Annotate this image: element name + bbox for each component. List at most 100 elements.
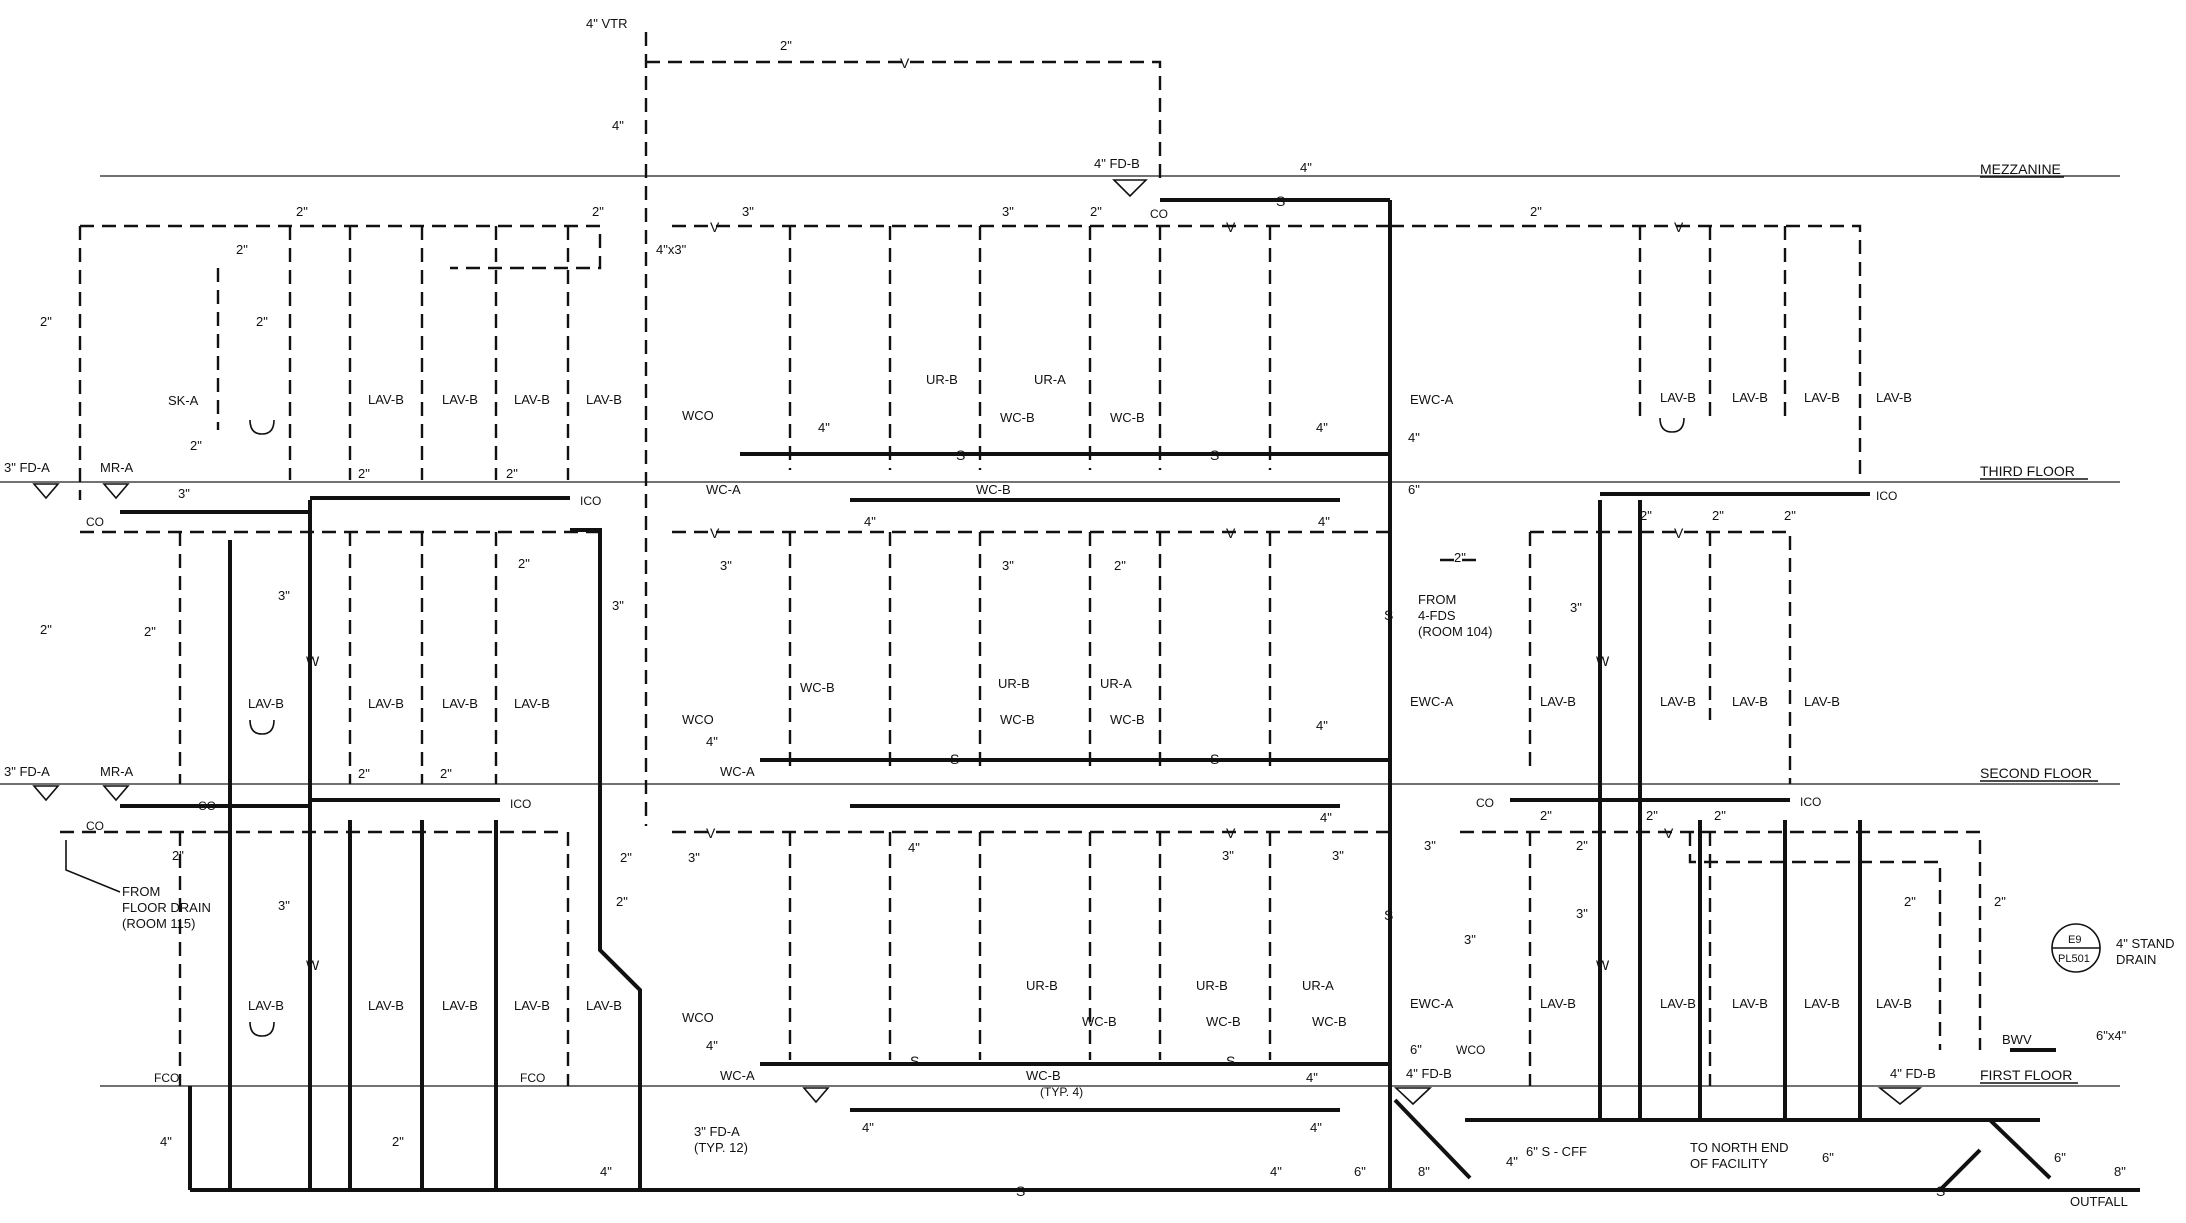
floor-lines: [0, 175, 2120, 1087]
size-callout: 2": [592, 204, 604, 219]
wc-b-1f-2: WC-B: [1206, 1014, 1241, 1029]
north-end-line2: OF FACILITY: [1690, 1156, 1768, 1171]
lav-1f-e5: LAV-B: [1876, 996, 1912, 1011]
size-callout: 2": [392, 1134, 404, 1149]
fd-b-1f-label: 4" FD-B: [1406, 1066, 1452, 1081]
east-vent-header-2f: [1530, 530, 1792, 784]
sanitary-piping: [120, 198, 2140, 1192]
size-callout: 3": [278, 898, 290, 913]
vent-marker: V: [1226, 219, 1236, 235]
vtr-label: 4" VTR: [586, 16, 627, 31]
wc-a-2f-label: WC-A: [720, 764, 755, 779]
lavatory-trap-symbol: [249, 419, 275, 435]
lav-3f-4: LAV-B: [586, 392, 622, 407]
detail-ref-top: E9: [2068, 934, 2081, 946]
stand-drain-line1: 4" STAND: [2116, 936, 2175, 951]
sanitary-marker: S: [1226, 1053, 1235, 1069]
size-callout: 4": [600, 1164, 612, 1179]
floor-drain-symbol: [802, 1087, 830, 1104]
size-callout: 4": [908, 840, 920, 855]
size-callout: 6": [1408, 482, 1420, 497]
reducer-label: 4"x3": [656, 242, 687, 257]
size-callout: 6": [2054, 1150, 2066, 1165]
mop-receptor-symbol: [102, 483, 130, 500]
size-callout: 3": [1576, 906, 1588, 921]
lav-2f-e3: LAV-B: [1732, 694, 1768, 709]
size-callout: 2": [358, 466, 370, 481]
size-callout: 4": [1318, 514, 1330, 529]
wc-b-2f-callout: WC-B: [800, 680, 835, 695]
floor-drain-symbol: [1877, 1087, 1923, 1106]
vent-marker: V: [1226, 525, 1236, 541]
water-marker: W: [1596, 957, 1610, 973]
floor-drain-symbol: [32, 483, 60, 500]
size-callout: 2": [144, 624, 156, 639]
outfall-label: OUTFALL: [2070, 1194, 2128, 1209]
vent-marker: V: [710, 219, 720, 235]
sanitary-marker: S: [1936, 1183, 1945, 1199]
ur-b-2f-label: UR-B: [998, 676, 1030, 691]
size-callout: 2": [620, 850, 632, 865]
ico-3f-east: ICO: [1876, 489, 1897, 503]
size-callout: 4": [1310, 1120, 1322, 1135]
wc-b-3f-callout: WC-B: [976, 482, 1011, 497]
floor-drain-symbol: [1112, 179, 1148, 198]
size-callout: 2": [1784, 508, 1796, 523]
pipe-size-callouts: 2" 4" 2" 2" 3" 3" 2" 4" 2" 2" 2" 2" 2" 2…: [40, 38, 2126, 1179]
size-callout: 3": [1570, 600, 1582, 615]
north-end-line1: TO NORTH END: [1690, 1140, 1788, 1155]
ur-b-3f-label: UR-B: [926, 372, 958, 387]
size-callout: 4": [160, 1134, 172, 1149]
wco-1f-east: WCO: [1456, 1043, 1485, 1057]
lav-3f-e1: LAV-B: [1660, 390, 1696, 405]
lav-3f-1: LAV-B: [368, 392, 404, 407]
size-callout: 2": [1576, 838, 1588, 853]
size-callout: 2": [616, 894, 628, 909]
size-callout: 2": [256, 314, 268, 329]
from-fds-line2: 4-FDS: [1418, 608, 1456, 623]
vent-marker: V: [1674, 219, 1684, 235]
cff-note: 6" S - CFF: [1526, 1144, 1587, 1159]
bwv-label: BWV: [2002, 1032, 2032, 1047]
ico-3f-west: ICO: [580, 494, 601, 508]
sanitary-marker: S: [1384, 607, 1393, 623]
size-callout: 6": [1410, 1042, 1422, 1057]
size-callout: 3": [278, 588, 290, 603]
size-callout: 2": [1904, 894, 1916, 909]
co-2f-east: CO: [1476, 796, 1494, 810]
wc-b-1f-3: WC-B: [1312, 1014, 1347, 1029]
ewc-a-3f-label: EWC-A: [1410, 392, 1454, 407]
size-callout: 3": [612, 598, 624, 613]
vent-marker: V: [710, 525, 720, 541]
central-vent-header-1f: [672, 830, 1392, 1060]
third-floor-label: THIRD FLOOR: [1980, 463, 2075, 479]
lav-1f-3: LAV-B: [442, 998, 478, 1013]
size-callout: 4": [612, 118, 624, 133]
lav-1f-5: LAV-B: [586, 998, 622, 1013]
second-floor-label: SECOND FLOOR: [1980, 765, 2092, 781]
ewc-a-1f-label: EWC-A: [1410, 996, 1454, 1011]
east-vent-loop-1f: [1688, 832, 1942, 1050]
lav-3f-e4: LAV-B: [1876, 390, 1912, 405]
vent-marker: V: [1674, 525, 1684, 541]
size-callout: 3": [720, 558, 732, 573]
size-callout: 4": [1408, 430, 1420, 445]
lav-3f-e3: LAV-B: [1804, 390, 1840, 405]
co-mezz-label: CO: [1150, 207, 1168, 221]
sanitary-marker: S: [956, 447, 965, 463]
east-vent-header-1f: [1460, 830, 1982, 1050]
size-callout: 2": [1714, 808, 1726, 823]
fixture-labels: 4" VTR 4"x3" 4" FD-B CO SK-A 3" FD-A MR-…: [4, 16, 2127, 1155]
wco-2f-label: WCO: [682, 712, 714, 727]
lav-3f-3: LAV-B: [514, 392, 550, 407]
sanitary-marker: S: [1210, 751, 1219, 767]
lav-1f-2: LAV-B: [368, 998, 404, 1013]
central-vent-header-2f: [672, 530, 1392, 680]
lav-2f-e4: LAV-B: [1804, 694, 1840, 709]
from-floor-drain-line2: FLOOR DRAIN: [122, 900, 211, 915]
lav-1f-1: LAV-B: [248, 998, 284, 1013]
fd-a-3f-label: 3" FD-A: [4, 460, 50, 475]
ur-a-2f-label: UR-A: [1100, 676, 1132, 691]
co-2f-west: CO: [198, 799, 216, 813]
ico-2f-east: ICO: [1800, 795, 1821, 809]
